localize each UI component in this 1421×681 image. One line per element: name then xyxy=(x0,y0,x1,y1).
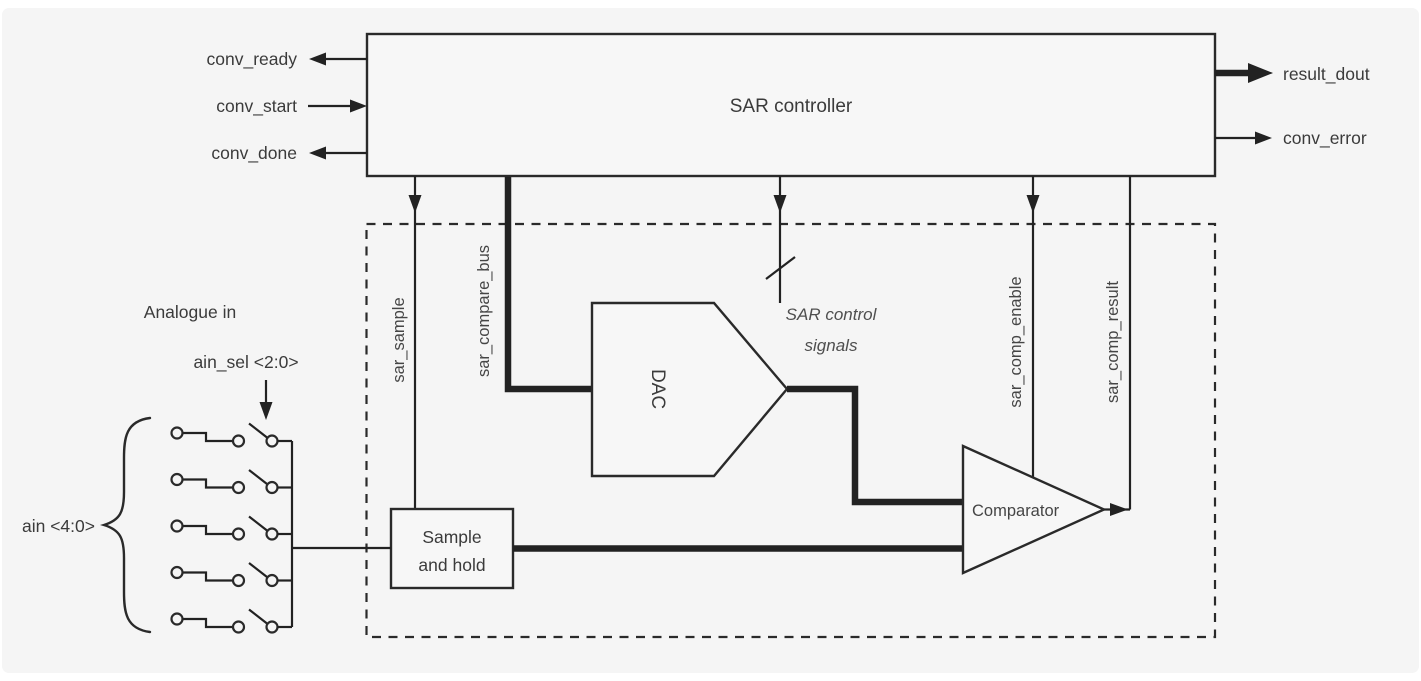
switch-pole-terminal xyxy=(231,434,246,448)
conv-ready-label: conv_ready xyxy=(207,49,298,70)
ain-sel-label: ain_sel <2:0> xyxy=(193,352,298,373)
switch-output-terminal xyxy=(265,434,279,448)
analog-switch-3 xyxy=(170,515,292,541)
switch-input-terminal xyxy=(170,472,184,487)
switch-input-terminal xyxy=(170,426,184,440)
conv-start-arrowhead xyxy=(350,99,367,113)
conv-done-label: conv_done xyxy=(211,143,297,164)
switch-blade xyxy=(248,608,268,625)
switch-output-terminal xyxy=(265,527,279,541)
switch-input-terminal xyxy=(170,519,184,533)
result-dout-arrowhead xyxy=(1248,63,1273,83)
sar-controller-box xyxy=(365,32,1217,178)
switch-input-terminal xyxy=(170,565,184,580)
switch-blade xyxy=(248,515,268,532)
analog-switch-5 xyxy=(170,608,292,634)
switch-wire xyxy=(182,524,233,536)
ain-brace xyxy=(99,416,152,634)
conv-ready-arrowhead xyxy=(309,52,326,66)
sar-comp-enable-arrowhead xyxy=(1026,195,1040,213)
switch-blade xyxy=(248,422,268,439)
sample-hold-label-line2: and hold xyxy=(418,555,485,575)
switch-wire xyxy=(182,478,233,489)
switch-input-terminal xyxy=(170,612,184,626)
comparator-label: Comparator xyxy=(972,502,1060,520)
switch-wire xyxy=(182,571,233,582)
internal-region-dashed-border xyxy=(365,222,1217,639)
ain-sel-arrowhead xyxy=(259,402,273,420)
analog-switch-2 xyxy=(170,469,292,495)
sar-control-bus-slash xyxy=(765,256,796,280)
switch-blade xyxy=(248,562,268,578)
conv-error-label: conv_error xyxy=(1283,128,1367,149)
switch-output-terminal xyxy=(265,573,279,588)
switch-output-terminal xyxy=(265,480,279,495)
switch-pole-terminal xyxy=(231,480,246,495)
switch-pole-terminal xyxy=(231,620,246,634)
sar-control-label-line1: SAR control xyxy=(786,305,878,324)
ain-label: ain <4:0> xyxy=(22,516,95,536)
sar-control-label-line2: signals xyxy=(805,336,858,355)
sample-hold-box xyxy=(389,507,515,590)
result-dout-label: result_dout xyxy=(1283,64,1370,85)
sar-sample-arrowhead xyxy=(408,195,422,213)
sar-comp-enable-label: sar_comp_enable xyxy=(1007,276,1025,407)
sar-controller-label: SAR controller xyxy=(730,96,853,117)
conv-done-arrowhead xyxy=(309,146,326,160)
conv-start-label: conv_start xyxy=(216,96,297,117)
sar-compare-bus-label: sar_compare_bus xyxy=(475,245,493,377)
analog-switch-bank xyxy=(170,422,391,634)
dac-block xyxy=(590,301,789,478)
sar-comp-result-label: sar_comp_result xyxy=(1104,281,1122,403)
switch-pole-terminal xyxy=(231,573,246,588)
comparator-block xyxy=(961,444,1107,575)
switch-wire xyxy=(182,431,233,443)
switch-wire xyxy=(182,617,233,629)
dac-label: DAC xyxy=(647,369,668,409)
switch-blade xyxy=(248,469,268,485)
analog-switch-4 xyxy=(170,562,292,588)
switch-output-terminal xyxy=(265,620,279,634)
analog-switch-1 xyxy=(170,422,292,448)
sar-compare-bus-wire xyxy=(504,177,592,393)
analogue-in-label: Analogue in xyxy=(144,302,236,322)
comparator-output-arrowhead xyxy=(1110,503,1128,516)
sar-control-arrowhead xyxy=(773,195,787,213)
sar-sample-label: sar_sample xyxy=(390,297,408,382)
sample-hold-label-line1: Sample xyxy=(422,527,481,547)
dac-output-bus xyxy=(787,385,963,506)
conv-error-arrowhead xyxy=(1255,131,1272,145)
switch-pole-terminal xyxy=(231,527,246,541)
